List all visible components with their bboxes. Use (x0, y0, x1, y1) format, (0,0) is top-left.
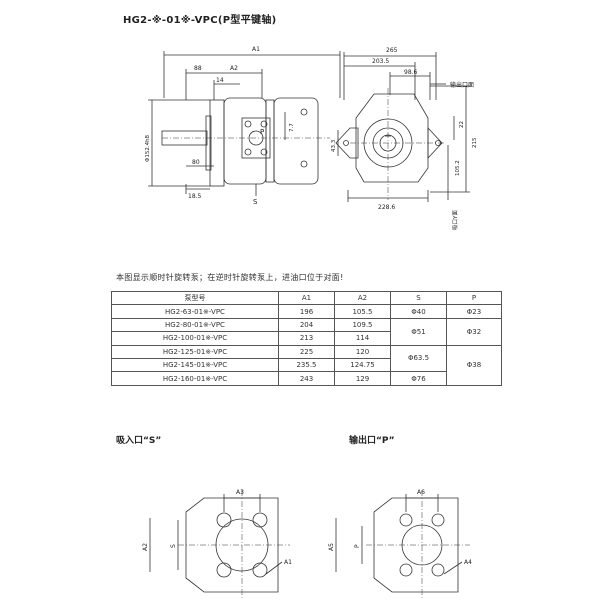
outlet-dim-side: A5 (328, 543, 335, 551)
label-outlet-face: 输出口面 (450, 81, 474, 89)
cell-a1: 235.5 (278, 357, 335, 373)
header-a1: A1 (278, 290, 335, 306)
port-letter-s: S (253, 198, 258, 206)
dim-a1: A1 (252, 46, 260, 53)
cell-a2: 129 (334, 371, 391, 386)
cell-a1: 213 (278, 331, 335, 346)
suction-dim-hole: A1 (284, 559, 292, 566)
cell-a1: 225 (278, 344, 335, 359)
header-s: S (390, 290, 447, 306)
dim-7-7: 7.7 (289, 123, 295, 132)
dim-18-5: 18.5 (188, 193, 202, 200)
cell-a1: 196 (278, 304, 335, 319)
suction-dim-inner: S (170, 544, 177, 548)
cell-a1: 204 (278, 317, 335, 333)
dim-80: 80 (192, 159, 200, 166)
dim-265: 265 (386, 47, 398, 54)
cell-p: Φ32 (446, 317, 502, 346)
header-a2: A2 (334, 290, 391, 306)
dim-105-2: 105.2 (455, 160, 461, 176)
table-row: HG2-80-01※-VPC 204 109.5 Φ51 Φ32 (111, 317, 502, 346)
suction-port-title: 吸入口“S” (116, 436, 162, 446)
dim-14: 14 (216, 77, 224, 84)
cell-s: Φ76 (390, 371, 447, 386)
cell-a2: 114 (334, 331, 391, 346)
dim-215: 215 (472, 137, 478, 148)
dim-43-3: 43.3 (331, 139, 337, 152)
cell-model: HG2-125-01※-VPC (111, 344, 279, 359)
cell-p: Φ23 (446, 304, 502, 319)
header-p: P (446, 290, 502, 306)
outlet-dim-top: A6 (417, 489, 425, 496)
cell-model: HG2-160-01※-VPC (111, 371, 279, 386)
cell-model: HG2-100-01※-VPC (111, 331, 279, 346)
drawing-title: HG2-※-01※-VPC(P型平键轴) (123, 15, 277, 26)
suction-dim-top: A3 (236, 489, 244, 496)
dim-88: 88 (194, 65, 202, 72)
cell-a2: 120 (334, 344, 391, 359)
cell-a1: 243 (278, 371, 335, 386)
table-row: HG2-125-01※-VPC 225 120 Φ63.5 Φ38 (111, 344, 502, 386)
cell-model: HG2-80-01※-VPC (111, 317, 279, 333)
cell-a2: 109.5 (334, 317, 391, 333)
cell-model: HG2-145-01※-VPC (111, 357, 279, 373)
table-row: HG2-160-01※-VPC 243 129 Φ76 (111, 371, 502, 386)
dim-98-6: 98.6 (404, 69, 418, 76)
table-row: HG2-63-01※-VPC 196 105.5 Φ40 Φ23 (111, 304, 502, 319)
port-letter-p: P (260, 128, 264, 136)
dim-22: 22 (459, 121, 465, 128)
cell-s: Φ40 (390, 304, 447, 319)
rotation-note: 本图显示顺时针旋转泵；在逆时针旋转泵上，进油口位于对面! (116, 273, 344, 282)
outlet-dim-hole: A4 (464, 559, 472, 566)
cell-model: HG2-63-01※-VPC (111, 304, 279, 319)
outlet-dim-inner: P (354, 544, 361, 548)
cell-a2: 105.5 (334, 304, 391, 319)
spec-table: 泵型号 A1 A2 S P HG2-63-01※-VPC 196 105.5 Φ… (111, 290, 502, 386)
dim-a2: A2 (230, 65, 238, 72)
table-row: HG2-100-01※-VPC 213 114 (111, 331, 502, 346)
label-inlet-face: 吸口Y面 (452, 210, 459, 230)
cell-s: Φ63.5 (390, 344, 447, 373)
dim-203-5: 203.5 (372, 58, 389, 65)
cell-p: Φ38 (446, 344, 502, 386)
dim-phi-152: Φ152.4h8 (145, 134, 151, 162)
cell-a2: 124.75 (334, 357, 391, 373)
dim-228-6: 228.6 (378, 204, 395, 211)
suction-dim-side: A2 (142, 543, 149, 551)
table-header-row: 泵型号 A1 A2 S P (111, 290, 502, 306)
cell-s: Φ51 (390, 317, 447, 346)
header-model: 泵型号 (111, 290, 279, 306)
outlet-port-title: 输出口“P” (349, 436, 395, 446)
